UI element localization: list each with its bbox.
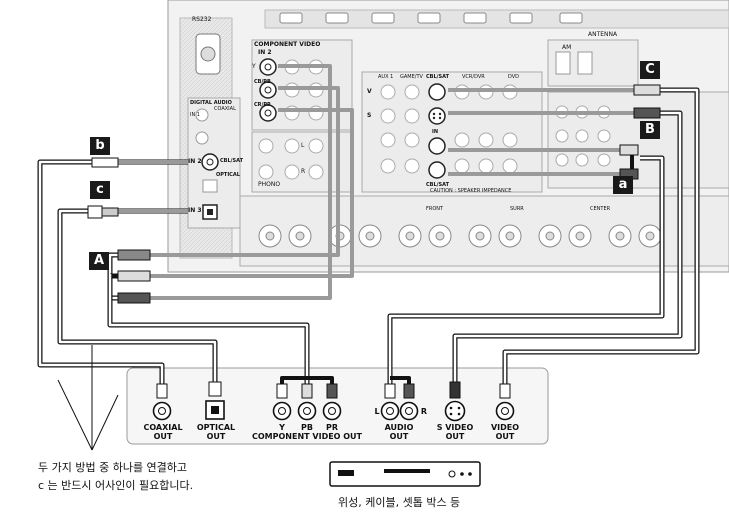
label-y: Y: [252, 63, 256, 70]
label-phono: PHONO: [258, 181, 281, 188]
label-coaxial: COAXIAL: [214, 106, 236, 112]
note-pointer-lines: [57, 345, 119, 451]
label-pr-out: PR: [325, 423, 339, 432]
set-top-box-icon: [329, 461, 481, 487]
label-component-video: COMPONENT VIDEO: [254, 41, 321, 48]
label-aux1: AUX 1: [378, 74, 394, 80]
label-center: CENTER: [590, 206, 611, 212]
label-s: S: [367, 112, 372, 119]
label-digital-audio: DIGITAL AUDIO: [190, 100, 232, 106]
note-line-2: c 는 반드시 어사인이 필요합니다.: [38, 479, 194, 492]
label-am: AM: [562, 44, 572, 51]
badge-B: B: [640, 121, 660, 139]
label-optical-out: OPTICAL OUT: [196, 423, 236, 441]
label-vcr-dvr: VCR/DVR: [462, 74, 485, 80]
label-pb-out: PB: [301, 423, 313, 432]
badge-a: a: [613, 176, 633, 194]
label-rs232: RS232: [192, 16, 212, 23]
badge-C: C: [640, 61, 660, 79]
label-r: R: [301, 168, 306, 175]
label-in-video: IN: [432, 129, 439, 135]
label-video-out: VIDEO OUT: [490, 423, 520, 441]
label-component-in2: IN 2: [258, 49, 272, 56]
label-s-video-out: S VIDEO OUT: [436, 423, 474, 441]
source-jacks: [152, 400, 515, 422]
label-cb: CB/PB: [254, 79, 271, 85]
label-cbl-sat-bottom: CBL/SAT: [426, 182, 449, 188]
label-l: L: [301, 142, 305, 149]
label-cr: CR/PR: [254, 102, 271, 108]
label-front: FRONT: [426, 206, 444, 212]
cable-plugs: [87, 84, 661, 399]
badge-b: b: [90, 137, 110, 155]
label-coaxial-out: COAXIAL OUT: [143, 423, 183, 441]
label-audio-l: L: [374, 407, 380, 416]
note-line-1: 두 가지 방법 중 하나를 연결하고: [38, 461, 188, 474]
label-caution: CAUTION : SPEAKER IMPEDANCE: [430, 188, 512, 194]
label-y-out: Y: [279, 423, 285, 432]
cables: [37, 64, 700, 396]
label-cbl-sat-coax: CBL/SAT: [220, 158, 243, 164]
label-component-video-out: COMPONENT VIDEO OUT: [252, 432, 363, 441]
receiver-rear-panel: [167, 0, 729, 273]
label-in2-coax: IN 2: [188, 158, 202, 165]
label-optical: OPTICAL: [216, 172, 240, 178]
device-caption: 위성, 케이블, 셋톱 박스 등: [338, 496, 461, 509]
label-in1-a: IN 1: [190, 112, 200, 118]
label-in3-optical: IN 3: [188, 207, 202, 214]
badge-A: A: [89, 252, 109, 270]
label-antenna: ANTENNA: [588, 31, 618, 38]
label-surr: SURR: [510, 206, 524, 212]
label-game-tv: GAME/TV: [400, 74, 423, 80]
label-v: V: [367, 88, 372, 95]
label-dvd: DVD: [508, 74, 520, 80]
label-audio-r: R: [420, 407, 428, 416]
badge-c: c: [90, 181, 110, 199]
label-cbl-sat: CBL/SAT: [426, 74, 449, 80]
label-audio-out: AUDIO OUT: [384, 423, 414, 441]
